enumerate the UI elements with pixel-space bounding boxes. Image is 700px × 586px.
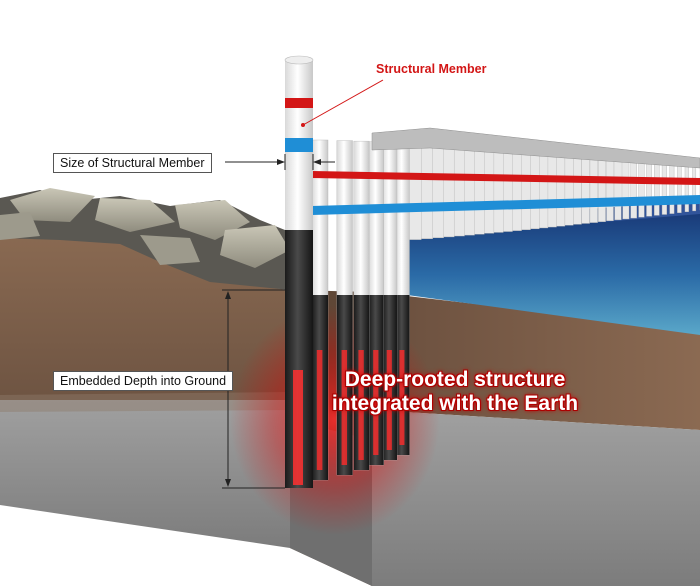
wall-pile xyxy=(677,160,682,213)
wall-pile xyxy=(581,153,590,224)
red-band xyxy=(312,171,700,185)
wall-pile xyxy=(630,156,637,219)
wall-pile-glow-stripe xyxy=(316,350,323,470)
headline-line-1: Deep-rooted structure xyxy=(344,368,566,391)
wall-pile xyxy=(646,157,653,217)
wall-pile-glow-stripe xyxy=(386,350,392,450)
blue-band xyxy=(312,195,700,215)
ground-block-left xyxy=(0,232,290,548)
wall-pile xyxy=(622,156,630,220)
wall-pile xyxy=(529,149,540,230)
structural-member-leader-dot xyxy=(301,123,305,127)
size-of-member-label: Size of Structural Member xyxy=(53,153,212,173)
wall-pile xyxy=(661,158,667,215)
embedded-depth-label: Embedded Depth into Ground xyxy=(53,371,234,391)
headline: Deep-rooted structure integrated with th… xyxy=(305,368,605,416)
wall-pile xyxy=(654,158,660,216)
cap-beam xyxy=(371,127,700,169)
wall-pile-glow-stripe xyxy=(373,350,379,455)
size-dimension-line xyxy=(225,154,335,170)
structural-member-leader xyxy=(302,79,384,126)
wall-pile xyxy=(598,154,606,222)
wall-pile xyxy=(606,155,614,221)
structural-member-pile xyxy=(284,55,314,488)
wall-pile xyxy=(638,157,645,218)
headline-line-2: integrated with the Earth xyxy=(331,392,579,415)
riprap-rocks xyxy=(0,188,290,290)
wall-pile xyxy=(614,155,622,221)
wall-pile xyxy=(589,153,598,223)
wall-pile xyxy=(546,151,557,228)
structural-member-label: Structural Member xyxy=(376,62,487,76)
wall-pile xyxy=(538,150,549,229)
wall-pile xyxy=(564,152,574,226)
wall-pile xyxy=(555,151,566,227)
wall-pile-glow-stripe xyxy=(341,350,348,465)
pile-wall xyxy=(311,139,700,481)
wall-pile xyxy=(669,159,675,214)
wall-pile-glow-stripe xyxy=(358,350,364,460)
wall-pile-glow-stripe xyxy=(399,350,405,445)
wall-pile xyxy=(572,152,582,225)
